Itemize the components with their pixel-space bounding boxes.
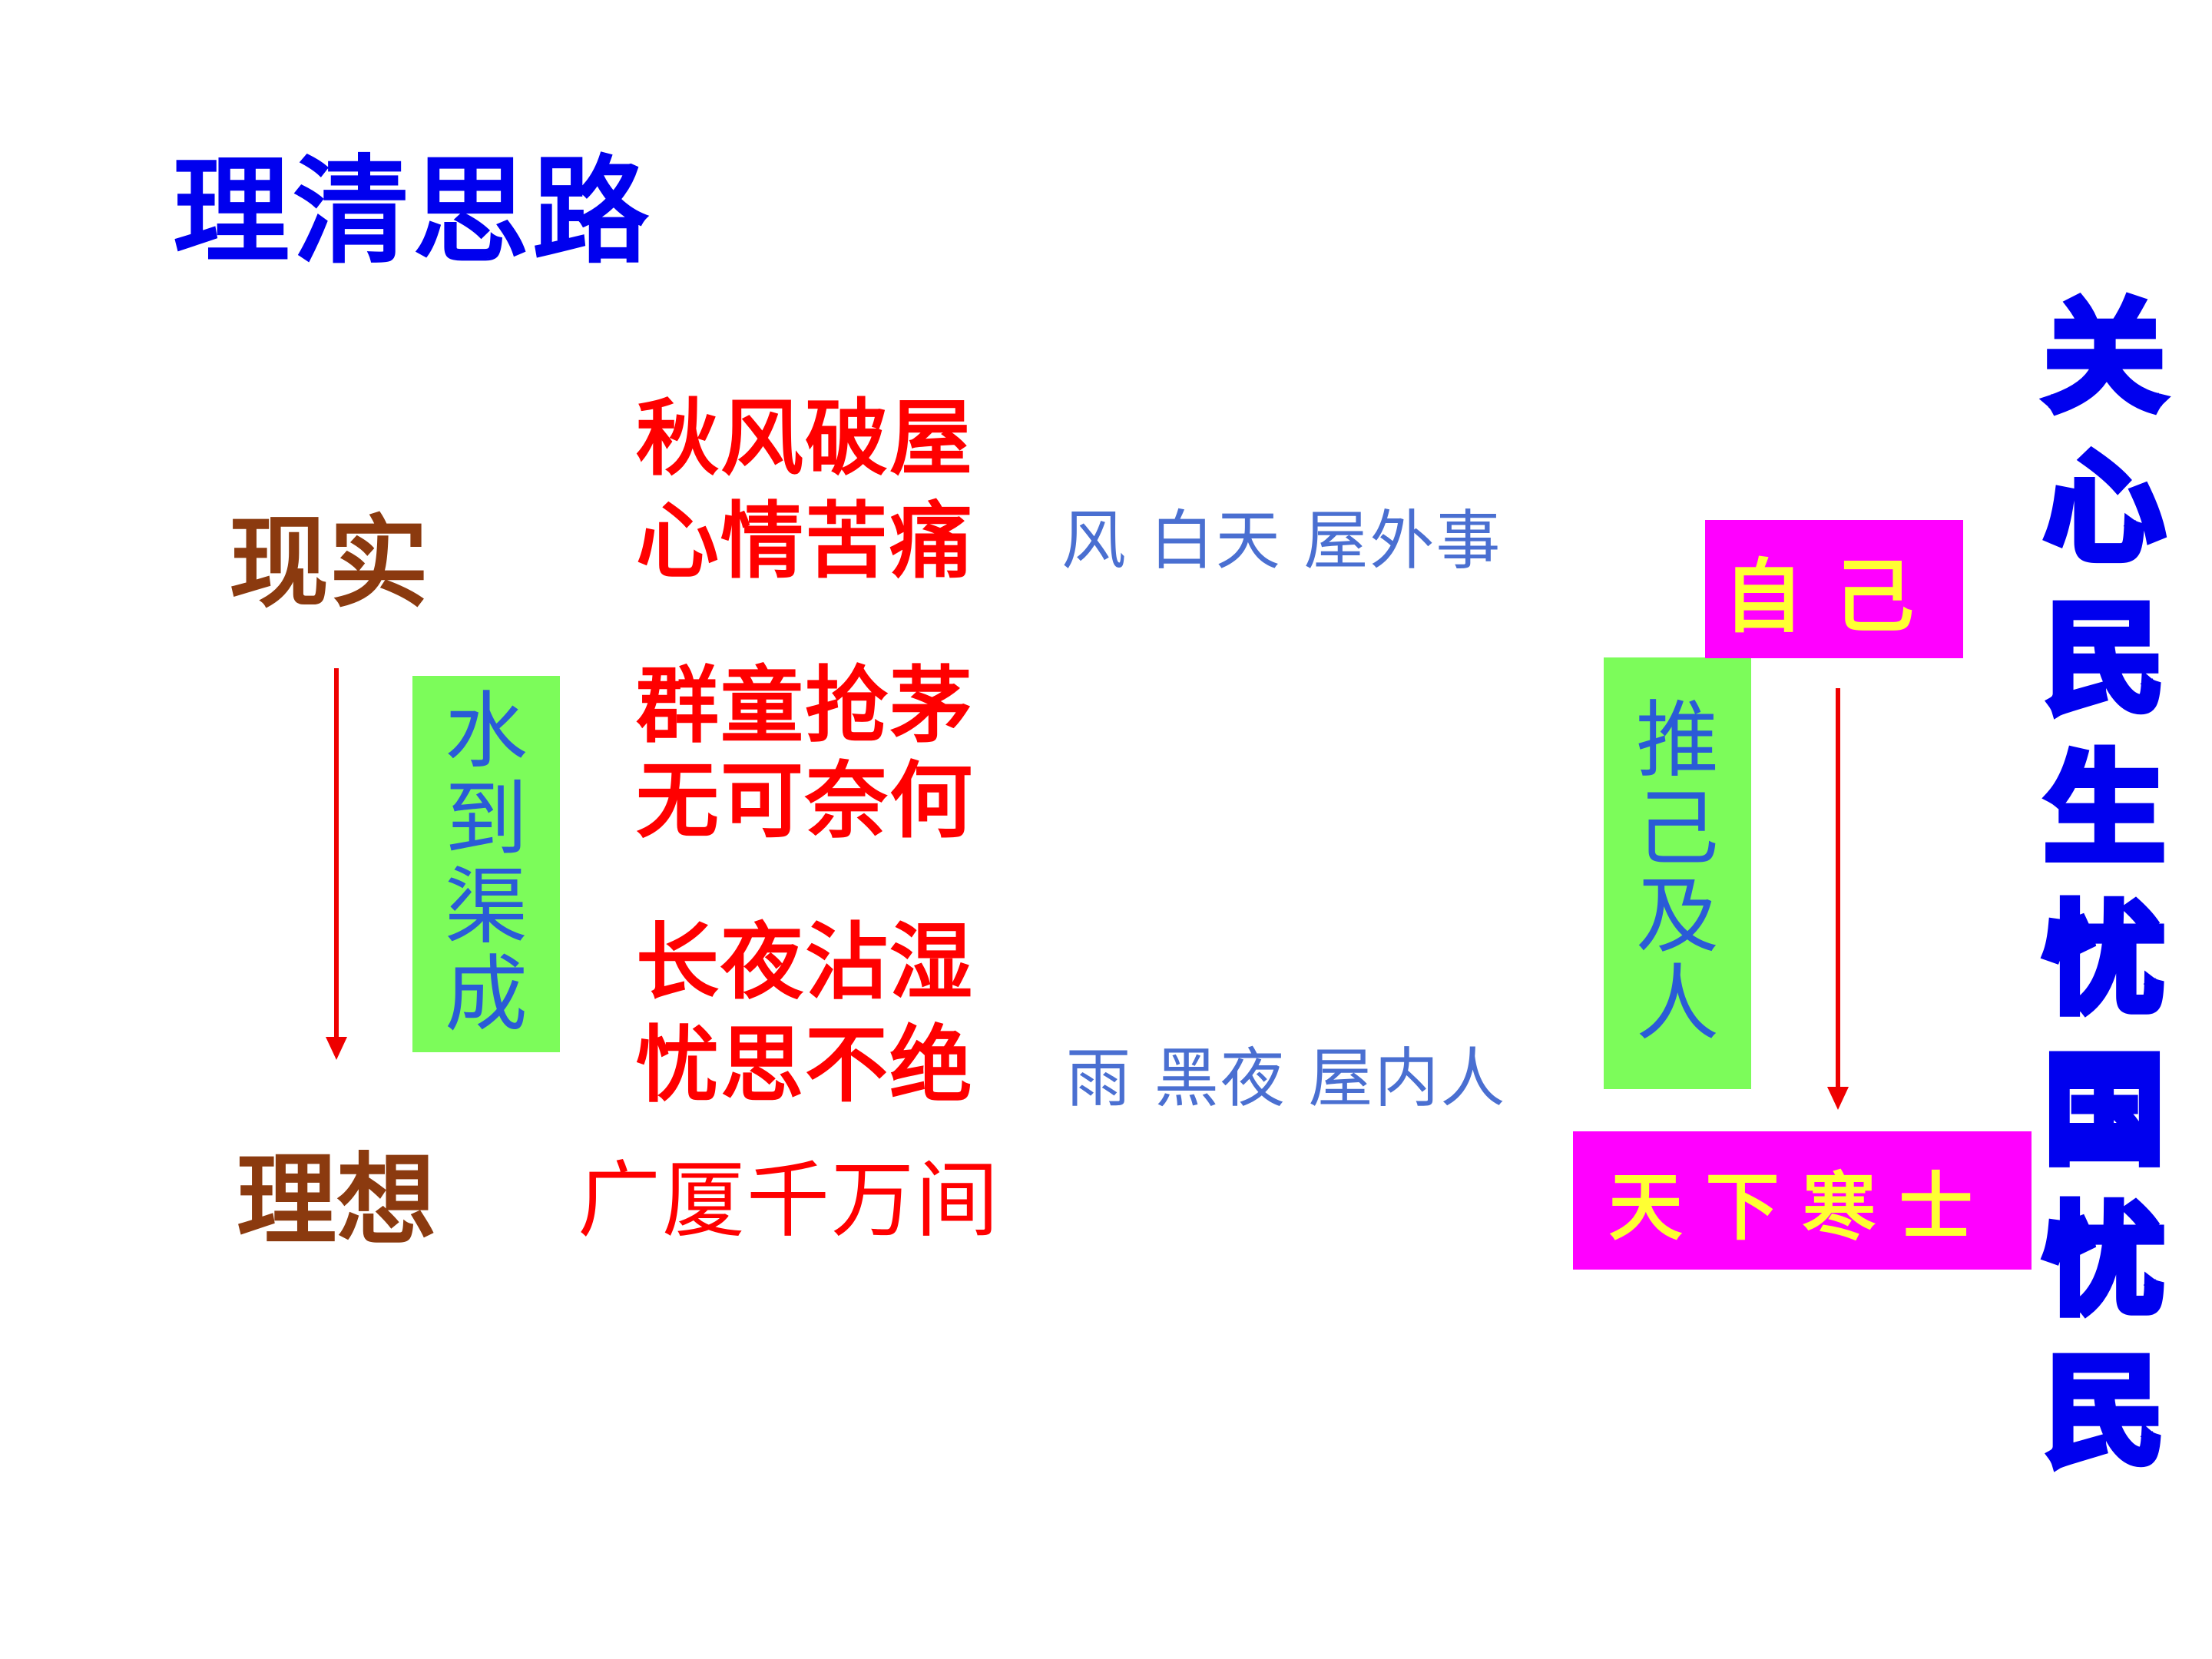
note-day: 风 白天 屋外事	[1061, 503, 1502, 578]
green-box-natural-result: 水 到 渠 成	[412, 676, 560, 1052]
slogan-char: 国	[2041, 1041, 2168, 1181]
green-left-char: 到	[444, 771, 528, 868]
label-ideal: 理想	[237, 1142, 437, 1259]
green-right-char: 及	[1635, 869, 1719, 965]
slogan-char: 生	[2041, 740, 2168, 879]
green-right-char: 推	[1635, 693, 1719, 790]
green-box-extend-to-others: 推 己 及 人	[1604, 657, 1751, 1089]
slogan-char: 民	[2041, 589, 2168, 729]
note-night: 雨 黑夜 屋内人	[1066, 1041, 1507, 1116]
poem-line-2: 心情苦痛	[636, 494, 975, 590]
poem-line-5: 长夜沾湿	[636, 915, 975, 1011]
box-world-scholars: 天下寒士	[1573, 1131, 2032, 1270]
green-left-char: 渠	[444, 859, 528, 955]
slide-title: 理清思路	[173, 144, 652, 280]
green-left-char: 水	[444, 684, 528, 780]
green-right-char: 人	[1635, 956, 1719, 1053]
poem-line-6: 忧思不绝	[636, 1018, 975, 1114]
slogan-char: 忧	[2041, 890, 2168, 1030]
slogan-char: 忧	[2041, 1191, 2168, 1331]
poem-line-4: 无可奈何	[636, 753, 975, 849]
poem-line-3: 群童抢茅	[636, 658, 975, 754]
green-right-char: 己	[1635, 780, 1719, 877]
arrow-self-to-world	[1827, 688, 1849, 1110]
label-reality: 现实	[229, 505, 429, 621]
vertical-slogan: 关 心 民 生 忧 国 忧 民	[2035, 288, 2174, 1502]
slogan-char: 心	[2041, 439, 2168, 578]
poem-line-1: 秋风破屋	[636, 391, 975, 487]
arrow-reality-to-ideal	[326, 668, 347, 1060]
green-left-char: 成	[444, 947, 528, 1044]
slogan-char: 关	[2041, 288, 2168, 428]
ideal-line: 广厦千万间	[578, 1153, 1001, 1249]
slogan-char: 民	[2041, 1342, 2168, 1482]
box-self: 自己	[1705, 520, 1963, 658]
